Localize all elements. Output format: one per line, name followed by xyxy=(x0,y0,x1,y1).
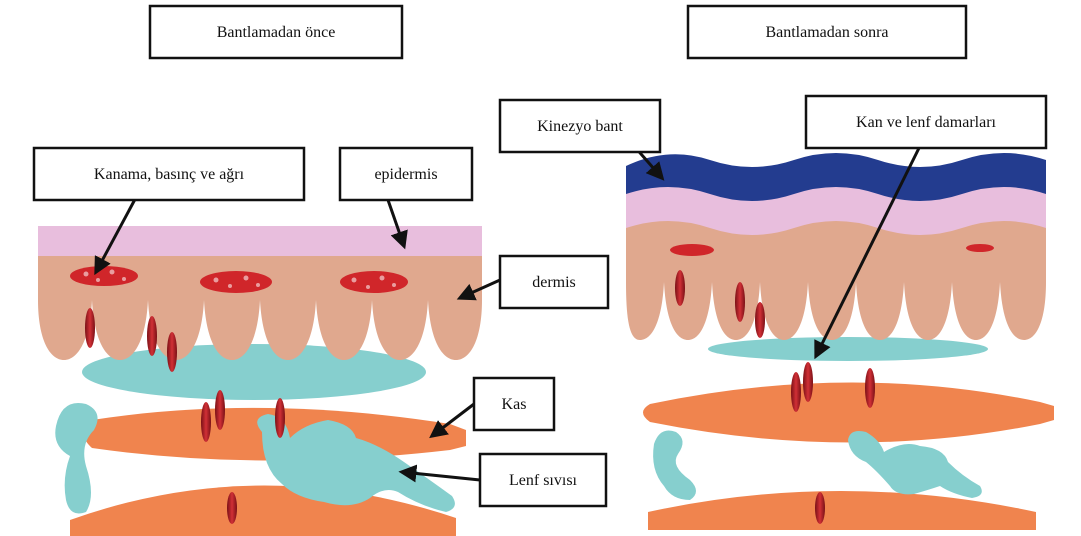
after-panel xyxy=(626,153,1054,530)
header-before-box: Bantlamadan önce xyxy=(150,6,402,58)
label-dermis-box: dermis xyxy=(500,256,608,308)
label-lymph-box: Lenf sıvısı xyxy=(480,454,606,506)
label-muscle: Kas xyxy=(502,396,527,413)
epidermis-before xyxy=(38,226,482,256)
label-vessels-box: Kan ve lenf damarları xyxy=(806,96,1046,148)
label-lymph: Lenf sıvısı xyxy=(509,472,578,489)
label-tape-box: Kinezyo bant xyxy=(500,100,660,152)
label-tape: Kinezyo bant xyxy=(537,118,623,135)
dermis-after xyxy=(626,220,1046,340)
header-before: Bantlamadan önce xyxy=(217,24,336,41)
label-vessels: Kan ve lenf damarları xyxy=(856,114,996,131)
label-bleeding: Kanama, basınç ve ağrı xyxy=(94,166,245,183)
label-muscle-box: Kas xyxy=(474,378,554,430)
label-epidermis: epidermis xyxy=(374,166,437,183)
lymph-fluid-left-before xyxy=(55,403,97,514)
lymph-fluid-center-after xyxy=(848,431,982,498)
header-after-box: Bantlamadan sonra xyxy=(688,6,966,58)
label-epidermis-box: epidermis xyxy=(340,148,472,200)
label-bleeding-box: Kanama, basınç ve ağrı xyxy=(34,148,304,200)
muscle-upper-after xyxy=(643,382,1054,442)
before-panel xyxy=(38,226,482,536)
muscle-lower-after xyxy=(648,491,1036,530)
label-dermis: dermis xyxy=(532,274,576,291)
lymph-pool-after xyxy=(708,337,988,361)
muscle-lower-before xyxy=(70,485,456,536)
header-after: Bantlamadan sonra xyxy=(765,24,888,41)
lymph-fluid-left-after xyxy=(653,431,696,501)
